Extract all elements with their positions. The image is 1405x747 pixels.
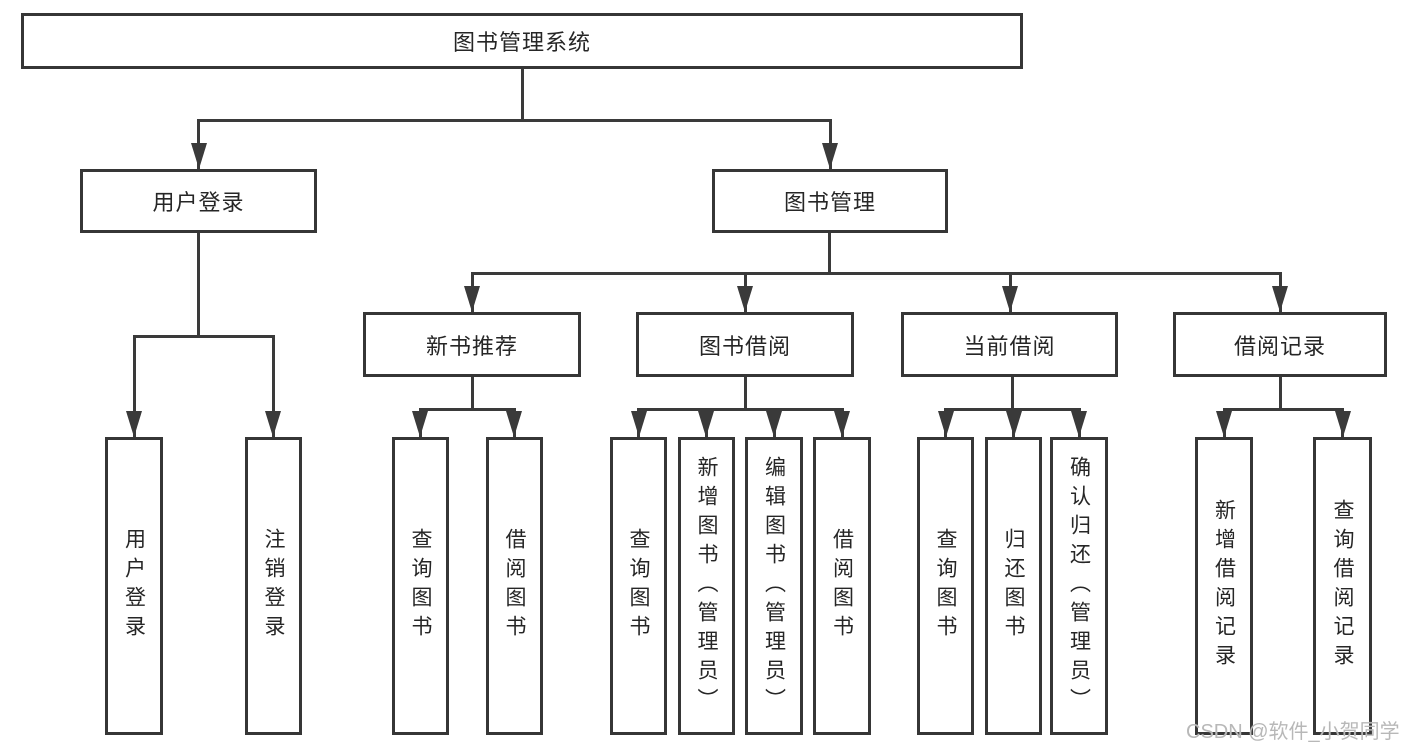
arrow-down-icon	[506, 411, 522, 437]
leaf-edit-book-admin: 编辑图书（管理员）	[745, 437, 803, 735]
connector-book-borrow-hline	[637, 408, 843, 411]
arrow-down-icon	[1071, 411, 1087, 437]
arrow-down-icon	[126, 411, 142, 437]
leaf-user-login: 用户登录	[105, 437, 163, 735]
leaf-confirm-return-admin: 确认归还（管理员）	[1050, 437, 1108, 735]
connector-borrow-records-hline	[1222, 408, 1344, 411]
arrow-down-icon	[1002, 286, 1018, 312]
leaf-logout-login: 注销登录	[245, 437, 302, 735]
arrow-down-icon	[937, 411, 954, 437]
arrow-down-icon	[1272, 286, 1288, 312]
leaf-borrow-books-borrow: 借阅图书	[813, 437, 871, 735]
connector-drop-leaf-logout	[271, 335, 275, 437]
node-root: 图书管理系统	[21, 13, 1023, 69]
arrow-down-icon	[265, 411, 281, 437]
leaf-label: 查询借阅记录	[1331, 499, 1354, 673]
csdn-watermark: CSDN @软件_小贺同学	[1186, 721, 1400, 743]
connector-user-login-hline	[132, 335, 275, 338]
arrow-down-icon	[464, 286, 480, 312]
leaf-add-borrow-record: 新增借阅记录	[1195, 437, 1253, 735]
leaf-label: 新增借阅记录	[1212, 499, 1236, 673]
connector-drop-leaf-user-login	[132, 335, 136, 437]
arrow-down-icon	[698, 411, 714, 437]
connector-level1-hline	[197, 119, 832, 122]
node-book-management: 图书管理	[712, 169, 948, 233]
leaf-query-books-current: 查询图书	[917, 437, 974, 735]
connector-level2-hline	[470, 272, 1282, 275]
leaf-label: 注销登录	[262, 528, 285, 644]
leaf-label: 查询图书	[627, 528, 650, 644]
connector-new-book-recommend-stem	[470, 377, 474, 411]
leaf-label: 用户登录	[122, 528, 146, 644]
leaf-label: 查询图书	[409, 528, 432, 644]
connector-book-management-stem	[828, 233, 831, 275]
connector-new-book-recommend-hline	[419, 408, 516, 411]
arrow-down-icon	[822, 143, 838, 169]
leaf-label: 编辑图书（管理员）	[762, 455, 786, 717]
node-borrow-records: 借阅记录	[1173, 312, 1387, 377]
leaf-label: 查询图书	[934, 528, 957, 644]
arrow-down-icon	[766, 411, 782, 437]
connector-book-borrow-stem	[743, 377, 747, 411]
leaf-label: 归还图书	[1002, 528, 1025, 644]
connector-user-login-stem	[197, 233, 200, 338]
node-book-borrow: 图书借阅	[636, 312, 854, 377]
leaf-return-books: 归还图书	[985, 437, 1042, 735]
arrow-down-icon	[834, 411, 850, 437]
leaf-label: 借阅图书	[503, 528, 526, 644]
connector-current-borrow-stem	[1010, 377, 1014, 411]
leaf-add-book-admin: 新增图书（管理员）	[678, 437, 735, 735]
node-user-login: 用户登录	[80, 169, 317, 233]
node-new-book-recommend: 新书推荐	[363, 312, 581, 377]
leaf-query-borrow-record: 查询借阅记录	[1313, 437, 1372, 735]
connector-root-stem	[520, 69, 524, 122]
leaf-query-books-recommend: 查询图书	[392, 437, 449, 735]
node-current-borrow: 当前借阅	[901, 312, 1118, 377]
arrow-down-icon	[190, 143, 207, 169]
connector-borrow-records-stem	[1278, 377, 1282, 411]
leaf-borrow-books-recommend: 借阅图书	[486, 437, 543, 735]
arrow-down-icon	[1334, 411, 1351, 437]
leaf-query-books-borrow: 查询图书	[610, 437, 667, 735]
arrow-down-icon	[1005, 411, 1022, 437]
arrow-down-icon	[1216, 411, 1232, 437]
leaf-label: 确认归还（管理员）	[1067, 455, 1091, 717]
leaf-label: 新增图书（管理员）	[695, 455, 718, 717]
arrow-down-icon	[630, 411, 647, 437]
arrow-down-icon	[412, 411, 428, 437]
leaf-label: 借阅图书	[830, 528, 854, 644]
arrow-down-icon	[737, 286, 753, 312]
